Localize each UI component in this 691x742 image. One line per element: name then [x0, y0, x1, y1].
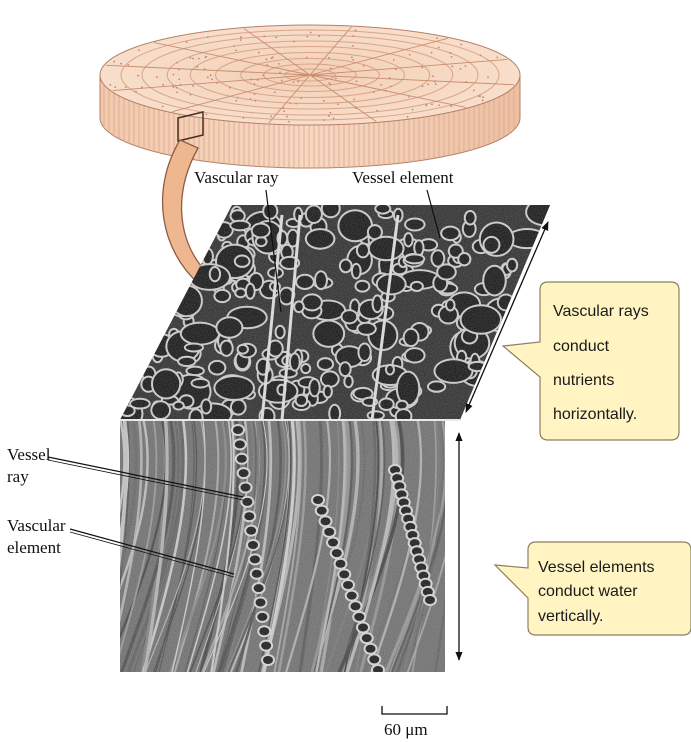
- label-vascular-ray-top: Vascular ray: [194, 168, 279, 187]
- scale-bar-label: 60 μm: [384, 720, 428, 739]
- label-vessel-left-2: ray: [7, 467, 29, 486]
- label-vessel-left-1: Vessel: [7, 445, 51, 464]
- log-disk: [100, 25, 520, 168]
- label-vessel-element-top: Vessel element: [352, 168, 454, 187]
- scale-bar: 60 μm: [382, 706, 447, 739]
- callout-vessels-line-3: vertically.: [538, 608, 604, 625]
- callout-vessel-elements: Vessel elements conduct water vertically…: [495, 542, 691, 635]
- callout-vessels-line-2: conduct water: [538, 583, 638, 600]
- callout-rays-line-4: horizontally.: [553, 406, 637, 423]
- callout-vessels-line-1: Vessel elements: [538, 559, 655, 576]
- callout-rays-line-3: nutrients: [553, 372, 614, 389]
- callout-rays-line-2: conduct: [553, 338, 610, 355]
- callout-rays-line-1: Vascular rays: [553, 303, 649, 320]
- label-vascular-left-2: element: [7, 538, 61, 557]
- label-vascular-left-1: Vascular: [7, 516, 66, 535]
- sem-micrograph-block: [62, 198, 565, 676]
- callout-vascular-rays: Vascular rays conduct nutrients horizont…: [503, 282, 679, 440]
